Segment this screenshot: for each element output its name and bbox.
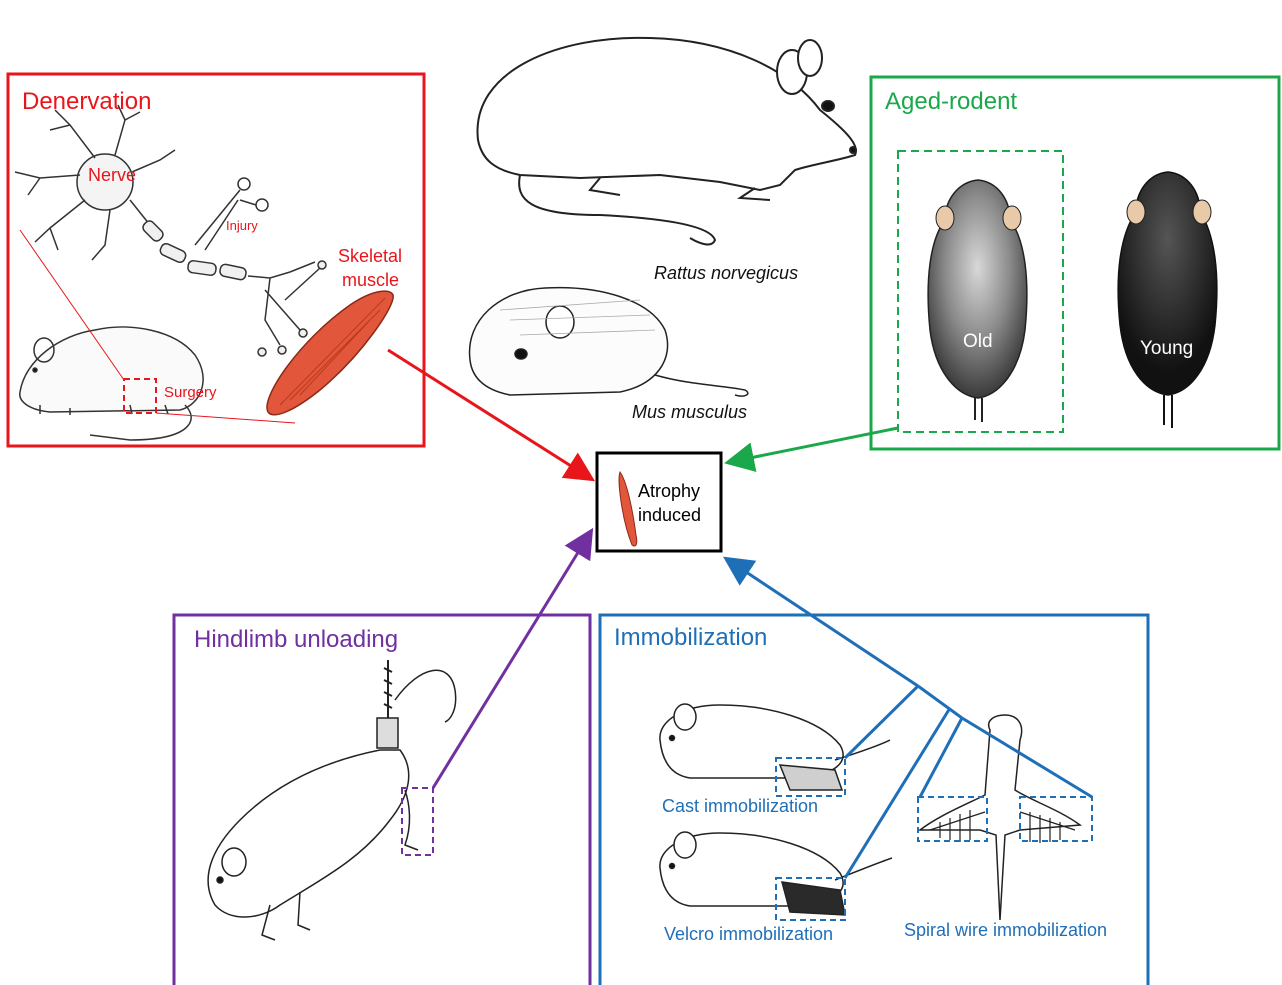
cast-label: Cast immobilization (662, 796, 818, 817)
immobilization-title: Immobilization (614, 624, 767, 652)
skeletal-label: Skeletal (338, 246, 402, 267)
injury-label: Injury (226, 218, 258, 233)
velcro-mouse-drawing (660, 832, 892, 915)
rattus-drawing (478, 38, 856, 245)
hindlimb-title: Hindlimb unloading (194, 626, 398, 654)
immobilization-connector-lines (845, 686, 1092, 878)
skeletal-muscle-icon (267, 291, 393, 415)
mus-label: Mus musculus (632, 402, 747, 423)
aged-arrow (730, 428, 898, 462)
surgery-label: Surgery (164, 384, 217, 401)
atrophy-box (597, 453, 721, 551)
atrophy-line2: induced (638, 504, 701, 526)
old-mouse-drawing (928, 180, 1027, 422)
rattus-label: Rattus norvegicus (654, 263, 798, 284)
denervation-title: Denervation (22, 88, 151, 116)
scissors-icon (195, 178, 268, 250)
velcro-label: Velcro immobilization (664, 924, 833, 945)
young-label: Young (1140, 338, 1193, 360)
old-label: Old (963, 331, 993, 353)
muscle-label: muscle (342, 270, 399, 291)
hindlimb-rat-drawing (208, 660, 456, 940)
young-mouse-drawing (1118, 172, 1217, 428)
hindlimb-arrow (433, 533, 590, 788)
spiral-label: Spiral wire immobilization (904, 920, 1107, 941)
mus-drawing (470, 288, 748, 396)
spiral-wire-mouse-drawing (920, 715, 1080, 920)
aged-rodent-title: Aged-rodent (885, 88, 1017, 116)
atrophy-line1: Atrophy (638, 480, 700, 502)
nerve-label: Nerve (88, 165, 136, 186)
immobilization-arrow (728, 560, 918, 686)
